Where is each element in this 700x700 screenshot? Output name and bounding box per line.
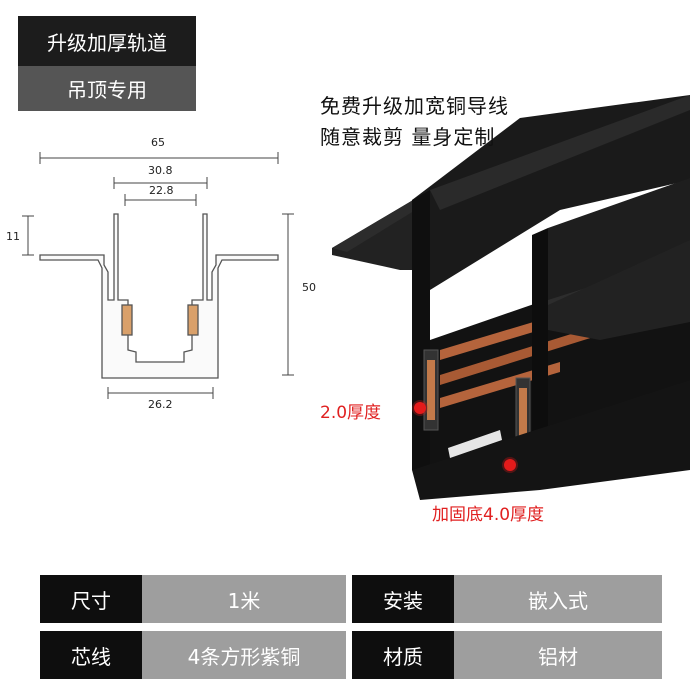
spec-value: 1米 bbox=[142, 575, 346, 623]
headline-line-1: 免费升级加宽铜导线 bbox=[320, 94, 509, 118]
dim-label-22-8: 22.8 bbox=[149, 184, 174, 197]
spec-label: 材质 bbox=[352, 631, 454, 679]
spec-label: 芯线 bbox=[40, 631, 142, 679]
headline-line-2: 随意裁剪 量身定制 bbox=[320, 125, 496, 149]
spec-label: 安装 bbox=[352, 575, 454, 623]
spec-table: 尺寸 1米 安装 嵌入式 芯线 4条方形紫铜 材质 铝材 bbox=[40, 575, 662, 685]
spec-label: 尺寸 bbox=[40, 575, 142, 623]
spec-value: 铝材 bbox=[454, 631, 662, 679]
spec-row: 尺寸 1米 安装 嵌入式 bbox=[40, 575, 662, 623]
dim-label-65: 65 bbox=[151, 136, 165, 149]
dim-label-11: 11 bbox=[6, 230, 20, 243]
product-tag-ceiling-use: 吊顶专用 bbox=[18, 66, 196, 111]
spec-value: 4条方形紫铜 bbox=[142, 631, 346, 679]
profile-outline bbox=[39, 213, 279, 379]
dim-label-50: 50 bbox=[302, 281, 316, 294]
dim-label-30-8: 30.8 bbox=[148, 164, 173, 177]
callout-wall-thickness: 2.0厚度 bbox=[320, 403, 382, 423]
dim-label-26-2: 26.2 bbox=[148, 398, 173, 411]
spec-row: 芯线 4条方形紫铜 材质 铝材 bbox=[40, 631, 662, 679]
cross-section-drawing bbox=[22, 95, 690, 500]
callout-dot-base bbox=[504, 459, 516, 471]
product-tag-upgraded-track: 升级加厚轨道 bbox=[18, 16, 196, 66]
spec-value: 嵌入式 bbox=[454, 575, 662, 623]
rail-render bbox=[332, 95, 690, 500]
callout-dot-wall bbox=[414, 402, 426, 414]
callout-base-thickness: 加固底4.0厚度 bbox=[432, 505, 545, 525]
